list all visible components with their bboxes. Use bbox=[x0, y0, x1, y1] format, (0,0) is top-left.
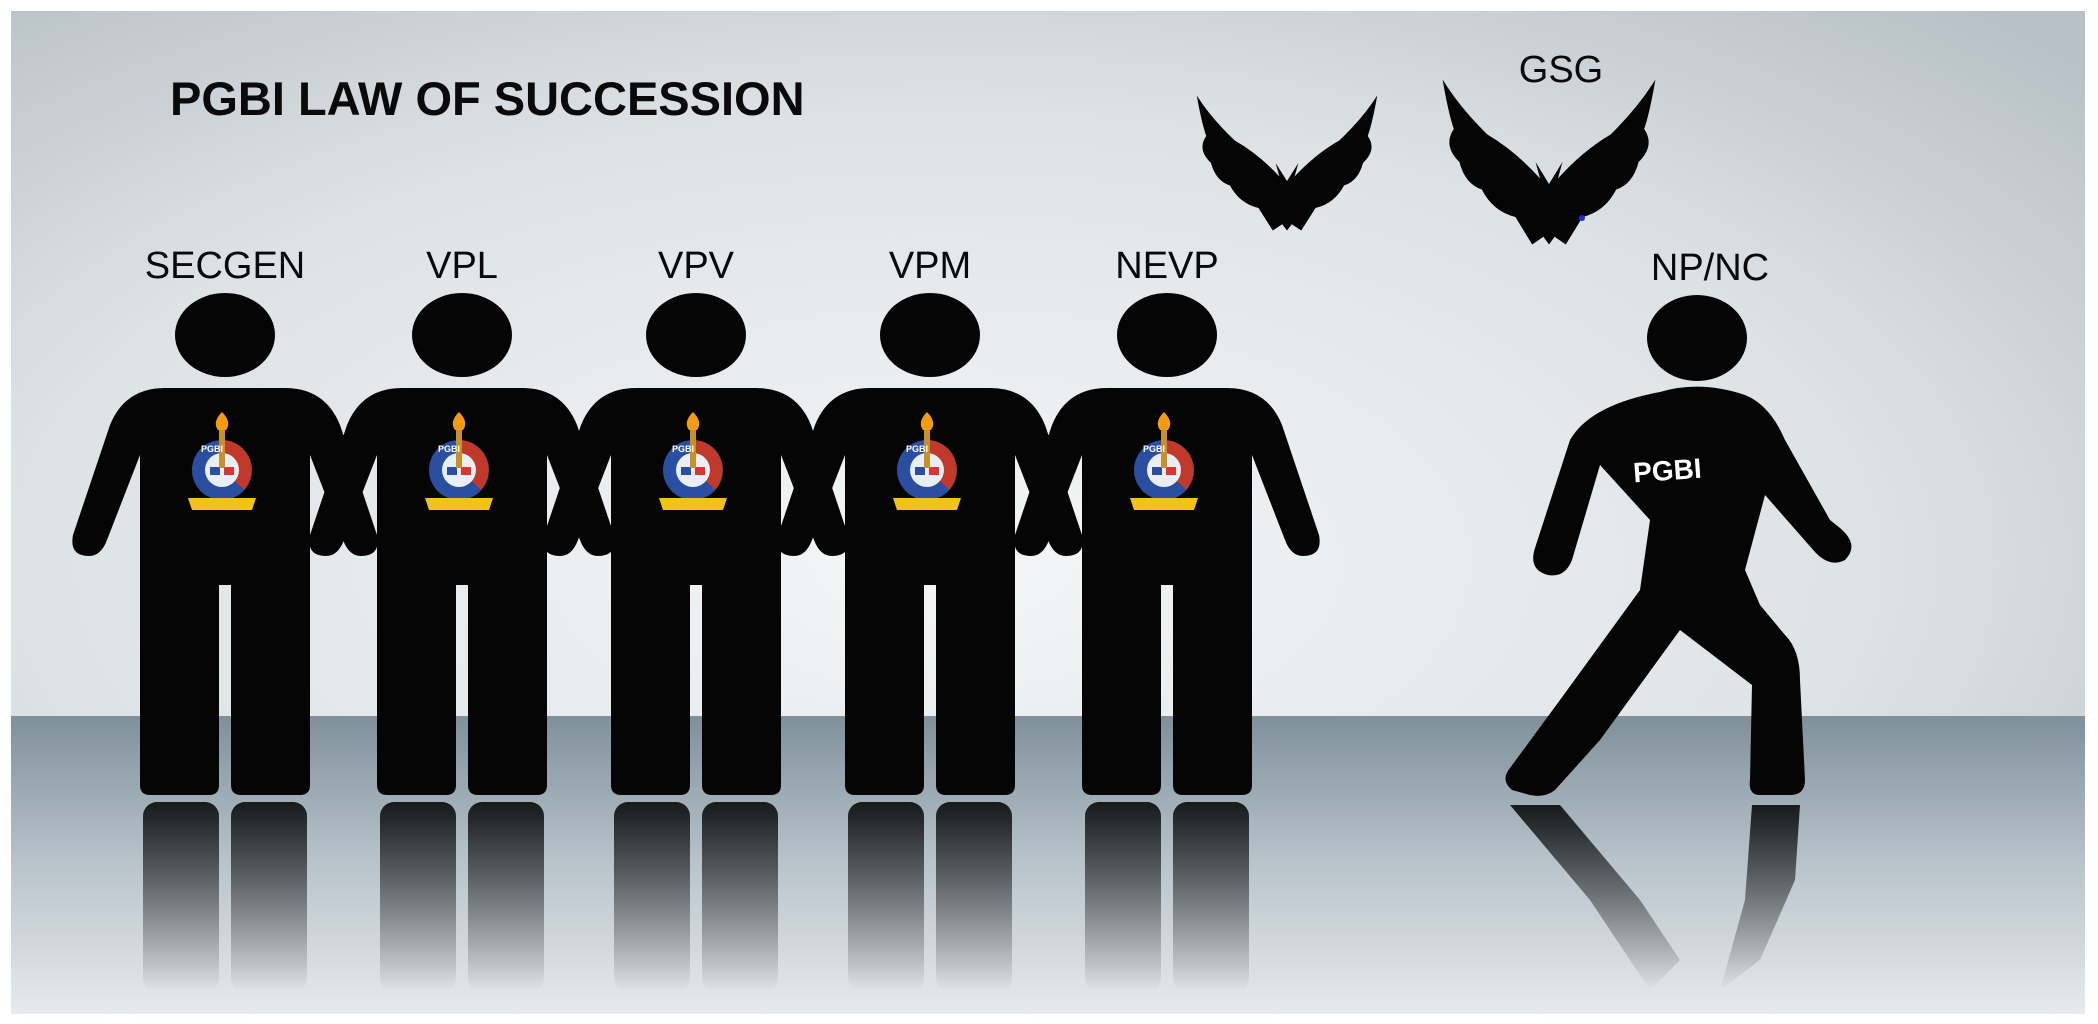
svg-text:PGBI: PGBI bbox=[1143, 444, 1165, 454]
figure-vpv: VPV PGBI bbox=[543, 245, 849, 992]
figure-label: NEVP bbox=[1115, 245, 1218, 287]
figure-vpm: VPM PGBI bbox=[777, 245, 1083, 992]
walker-head bbox=[1647, 295, 1747, 381]
figure-head bbox=[880, 293, 980, 377]
walker-shirt-text: PGBI bbox=[1632, 453, 1702, 489]
figure-head bbox=[1117, 293, 1217, 377]
figure-label: VPM bbox=[889, 245, 971, 287]
bat-label: GSG bbox=[1519, 49, 1603, 91]
figure-vpl: VPL PGBI bbox=[309, 245, 615, 992]
figure-label: SECGEN bbox=[145, 245, 305, 287]
pgbi-logo-icon: PGBI bbox=[1130, 412, 1198, 510]
svg-text:PGBI: PGBI bbox=[201, 444, 223, 454]
walker-reflection bbox=[1510, 805, 1800, 990]
pgbi-logo-icon: PGBI bbox=[425, 412, 493, 510]
svg-text:PGBI: PGBI bbox=[438, 444, 460, 454]
marker-dot bbox=[1579, 215, 1585, 221]
walking-figure: NP/NC PGBI bbox=[1505, 247, 1852, 990]
figure-label: VPV bbox=[658, 245, 735, 287]
figure-head bbox=[175, 293, 275, 377]
svg-text:PGBI: PGBI bbox=[672, 444, 694, 454]
svg-text:PGBI: PGBI bbox=[906, 444, 928, 454]
walker-body bbox=[1505, 386, 1852, 796]
page-title: PGBI LAW OF SUCCESSION bbox=[170, 72, 805, 125]
walker-label: NP/NC bbox=[1651, 247, 1769, 289]
figure-head bbox=[646, 293, 746, 377]
pgbi-logo-icon: PGBI bbox=[893, 412, 961, 510]
figure-nevp: NEVP PGBI bbox=[1014, 245, 1320, 992]
pgbi-logo-icon: PGBI bbox=[659, 412, 727, 510]
figure-head bbox=[412, 293, 512, 377]
figure-secgen: SECGEN PGBI bbox=[72, 245, 378, 992]
pgbi-logo-icon: PGBI bbox=[188, 412, 256, 510]
figure-label: VPL bbox=[426, 245, 498, 287]
